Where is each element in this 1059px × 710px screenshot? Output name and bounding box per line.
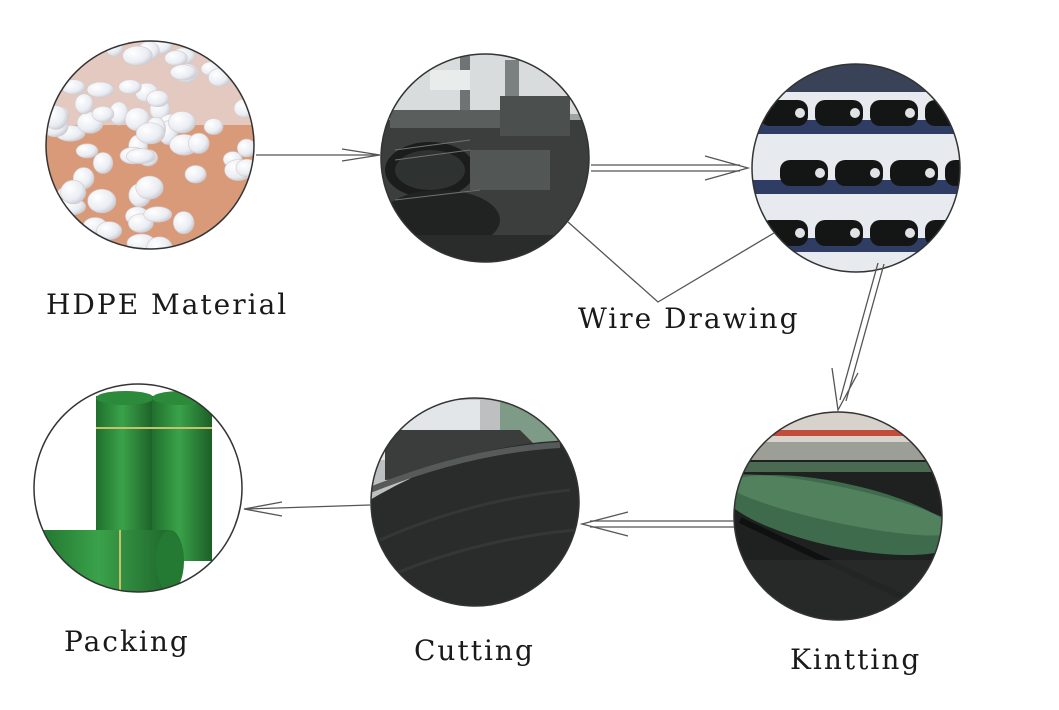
pellet <box>172 211 195 235</box>
bobbin-hole <box>960 228 970 238</box>
wire-drawing-pointer <box>567 221 775 303</box>
arrow-knitting-to-cutting <box>579 511 734 537</box>
pellet <box>61 79 86 95</box>
bobbin-hole <box>815 168 825 178</box>
pellet <box>219 227 243 249</box>
label-hdpe-material: HDPE Material <box>46 288 289 321</box>
bobbin <box>925 220 960 246</box>
bobbin-hole <box>795 228 805 238</box>
bobbin-hole <box>850 108 860 118</box>
pellet <box>233 98 254 119</box>
pellet <box>122 45 153 66</box>
pellet <box>168 110 196 134</box>
bobbin <box>870 100 918 126</box>
hdpe-pellets-image <box>45 40 255 250</box>
bobbin-hole <box>850 228 860 238</box>
pellet <box>188 132 210 154</box>
bobbin-hole <box>960 108 970 118</box>
label-knitting: Kintting <box>790 643 922 676</box>
yarn-bobbins-image <box>751 63 990 273</box>
pellet <box>225 210 254 232</box>
bobbin <box>780 160 828 186</box>
wire-drawing-machine-image <box>380 53 590 263</box>
pellet <box>184 165 207 184</box>
pellet <box>70 41 91 56</box>
dark-net-roll-image <box>370 397 580 607</box>
pellet <box>236 138 254 158</box>
bobbin <box>890 160 938 186</box>
pellet <box>126 148 156 165</box>
pellet <box>68 238 93 249</box>
pellet <box>86 81 115 98</box>
bobbin-hole <box>870 168 880 178</box>
pellet <box>143 206 173 223</box>
pellet <box>235 158 254 177</box>
label-cutting: Cutting <box>414 634 535 667</box>
arrow-hdpe-to-wire <box>256 148 381 162</box>
bobbin <box>815 100 863 126</box>
pellet <box>118 79 142 95</box>
bobbin-hole <box>905 108 915 118</box>
pellet <box>92 152 114 174</box>
bobbin-hole <box>795 108 805 118</box>
bobbin-hole <box>905 228 915 238</box>
pellet <box>60 179 86 205</box>
pellet <box>135 175 164 200</box>
arrow-wire-to-bobbins <box>591 155 751 181</box>
bobbin <box>835 160 883 186</box>
knitting-machine-image <box>733 411 943 621</box>
pellet <box>75 143 99 159</box>
label-packing: Packing <box>64 625 190 658</box>
pellet <box>146 90 170 108</box>
label-wire-drawing: Wire Drawing <box>578 302 800 335</box>
bobbin-hole <box>925 168 935 178</box>
bobbin <box>870 220 918 246</box>
arrow-bobbins-to-knitting <box>831 262 885 413</box>
bobbin <box>945 160 960 186</box>
pellet <box>74 93 94 115</box>
pellet <box>135 122 166 145</box>
bobbin-hole <box>980 168 990 178</box>
pellet <box>169 64 197 81</box>
pellet <box>96 221 123 240</box>
pellet <box>164 50 188 66</box>
arrow-cutting-to-packing <box>243 501 371 517</box>
pellet <box>46 61 64 84</box>
pellet <box>207 68 231 87</box>
pellet <box>203 118 224 135</box>
pellet <box>91 105 115 123</box>
pellet <box>51 217 72 233</box>
pellet <box>87 188 117 214</box>
bobbin <box>815 220 863 246</box>
green-net-rolls-image <box>33 383 243 593</box>
